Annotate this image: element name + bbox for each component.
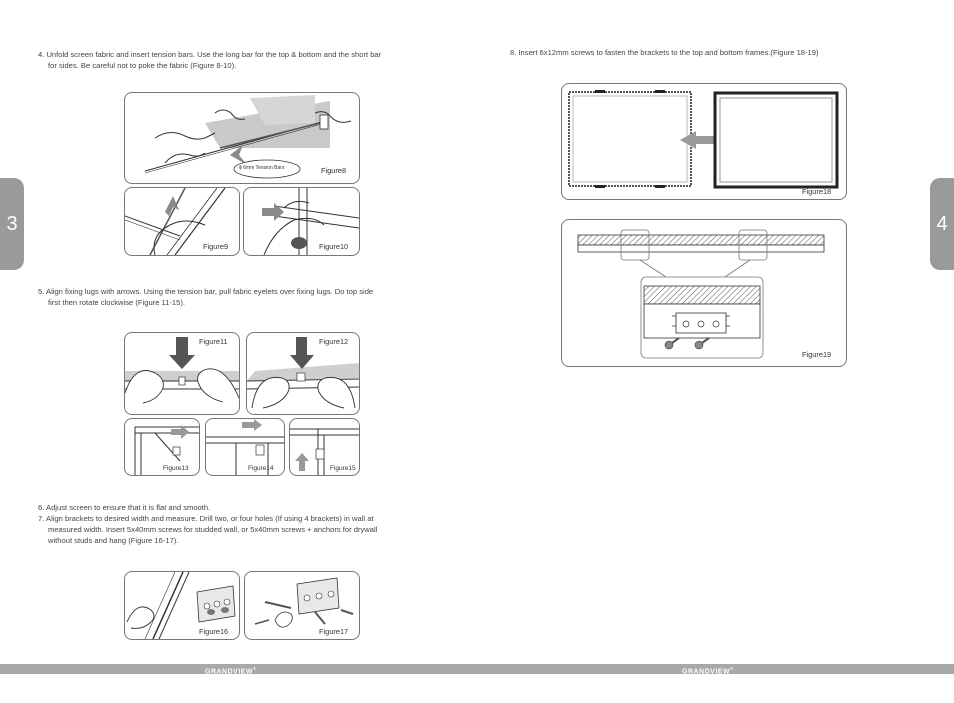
footer-brand-left-mark: ® <box>253 666 256 671</box>
step-5-line-2: first then rotate clockwise (Figure 11-1… <box>38 297 458 308</box>
footer-bar <box>0 664 954 674</box>
page-number-left: 3 <box>6 213 17 236</box>
figure-12-caption: Figure12 <box>319 337 348 346</box>
figure-19: Figure19 <box>561 219 847 367</box>
step-4-text: 4. Unfold screen fabric and insert tensi… <box>38 49 458 71</box>
figure-13: Figure13 <box>124 418 200 476</box>
figure-15: Figure15 <box>289 418 360 476</box>
step-7-line-2: measured width. Insert 5x40mm screws for… <box>38 524 458 535</box>
figure-15-caption: Figure15 <box>330 465 356 472</box>
figure-8: ɸ 6mm Tension Bars Figure8 <box>124 92 360 184</box>
figure-8-caption: Figure8 <box>321 166 346 175</box>
step-6-line-1: 6. Adjust screen to ensure that it is fl… <box>38 502 458 513</box>
step-4-line-2: for sides. Be careful not to poke the fa… <box>38 60 458 71</box>
figure-13-caption: Figure13 <box>163 465 189 472</box>
figure-10-caption: Figure10 <box>319 242 348 251</box>
figure-14: Figure14 <box>205 418 285 476</box>
figure-18-illustration <box>562 84 846 199</box>
footer-brand-right: GRANDVIEW® <box>682 664 734 674</box>
figure-9: Figure9 <box>124 187 240 256</box>
figure-10: Figure10 <box>243 187 360 256</box>
figure-16-caption: Figure16 <box>199 627 228 636</box>
figure-17: Figure17 <box>244 571 360 640</box>
figure-18-caption: Figure18 <box>802 187 831 196</box>
page-number-tab-left: 3 <box>0 178 24 270</box>
footer-brand-left: GRANDVIEW® <box>205 664 257 674</box>
step-7-line-3: without studs and hang (Figure 16-17). <box>38 535 458 546</box>
footer-brand-right-mark: ® <box>730 666 733 671</box>
figure-19-illustration <box>562 220 846 366</box>
step-8-line-1: 8. Insert 6x12mm screws to fasten the br… <box>510 47 930 58</box>
figure-18: Figure18 <box>561 83 847 200</box>
step-6-7-text: 6. Adjust screen to ensure that it is fl… <box>38 502 458 546</box>
footer-brand-right-name: GRANDVIEW <box>682 668 730 675</box>
figure-17-caption: Figure17 <box>319 627 348 636</box>
footer-brand-left-name: GRANDVIEW <box>205 668 253 675</box>
figure-16: Figure16 <box>124 571 240 640</box>
step-7-line-1: 7. Align brackets to desired width and m… <box>38 513 458 524</box>
tension-bars-label: ɸ 6mm Tension Bars <box>239 165 284 171</box>
figure-19-caption: Figure19 <box>802 350 831 359</box>
step-5-line-1: 5. Align fixing lugs with arrows. Using … <box>38 286 458 297</box>
figure-11: Figure11 <box>124 332 240 415</box>
page-number-right: 4 <box>936 213 947 236</box>
figure-12: Figure12 <box>246 332 360 415</box>
figure-14-caption: Figure14 <box>248 465 274 472</box>
figure-9-caption: Figure9 <box>203 242 228 251</box>
step-8-text: 8. Insert 6x12mm screws to fasten the br… <box>510 47 930 58</box>
step-4-line-1: 4. Unfold screen fabric and insert tensi… <box>38 49 458 60</box>
step-5-text: 5. Align fixing lugs with arrows. Using … <box>38 286 458 308</box>
figure-11-caption: Figure11 <box>199 337 228 346</box>
page-number-tab-right: 4 <box>930 178 954 270</box>
